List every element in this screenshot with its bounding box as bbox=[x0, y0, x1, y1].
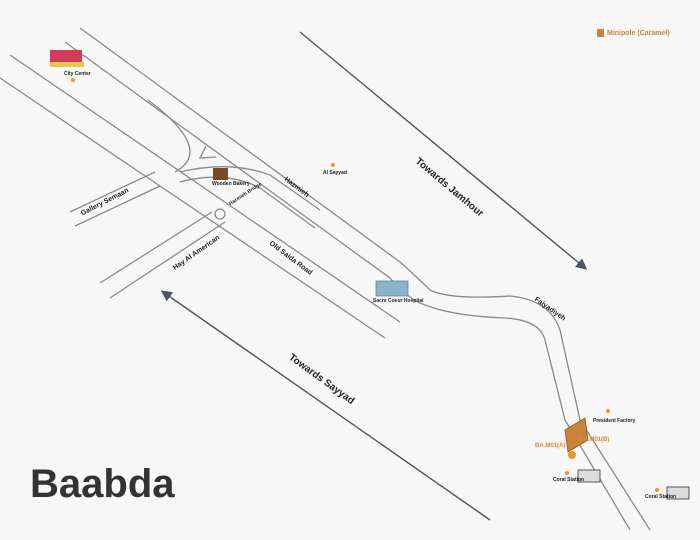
legend-label: Minipole (Caramel) bbox=[607, 29, 670, 37]
poi-al-sayyad: Al Sayyad bbox=[323, 170, 347, 176]
site-label-a: BA.M01(A) bbox=[535, 443, 566, 449]
old-saida-road-edge bbox=[9, 54, 401, 323]
poi-president-factory: President Factory bbox=[593, 418, 636, 424]
arrow-towards-jamhour bbox=[299, 31, 588, 270]
connector-road bbox=[147, 99, 191, 173]
legend: Minipole (Caramel) bbox=[597, 29, 670, 37]
hay-al-american-road bbox=[109, 221, 226, 299]
poi-dot bbox=[565, 471, 569, 475]
site-marker bbox=[568, 451, 576, 459]
connector-road bbox=[198, 145, 217, 159]
gallery-semaan-road bbox=[74, 185, 161, 227]
legend-swatch bbox=[597, 29, 604, 37]
roundabout bbox=[214, 208, 226, 220]
hay-al-american-road bbox=[99, 211, 213, 284]
coral-station-icon bbox=[577, 469, 601, 483]
poi-wooden-bakery: Wooden Bakery bbox=[212, 181, 250, 187]
poi-dot bbox=[331, 163, 335, 167]
site-label-b: BA.M01(B) bbox=[579, 437, 610, 443]
hospital-icon bbox=[375, 280, 409, 297]
poi-sacre-coeur-hospital: Sacre Coeur Hospital bbox=[373, 298, 424, 304]
poi-coral-station-1: Coral Station bbox=[553, 477, 585, 483]
coral-station-icon bbox=[666, 486, 690, 500]
poi-dot bbox=[71, 78, 75, 82]
area-title: Baabda bbox=[30, 462, 175, 506]
old-saida-road-edge bbox=[0, 77, 386, 339]
minipole-site-panel bbox=[564, 417, 589, 453]
poi-dot bbox=[655, 488, 659, 492]
wooden-bakery-icon bbox=[213, 168, 228, 180]
gallery-semaan-road bbox=[69, 171, 156, 213]
arrow-towards-sayyad bbox=[160, 290, 491, 521]
hazmieh-road-edge bbox=[79, 27, 651, 531]
poi-city-center: City Center bbox=[64, 71, 91, 77]
poi-coral-station-2: Coral Station bbox=[645, 494, 677, 500]
hazmieh-bridge-road bbox=[179, 166, 321, 211]
poi-dot bbox=[606, 409, 610, 413]
